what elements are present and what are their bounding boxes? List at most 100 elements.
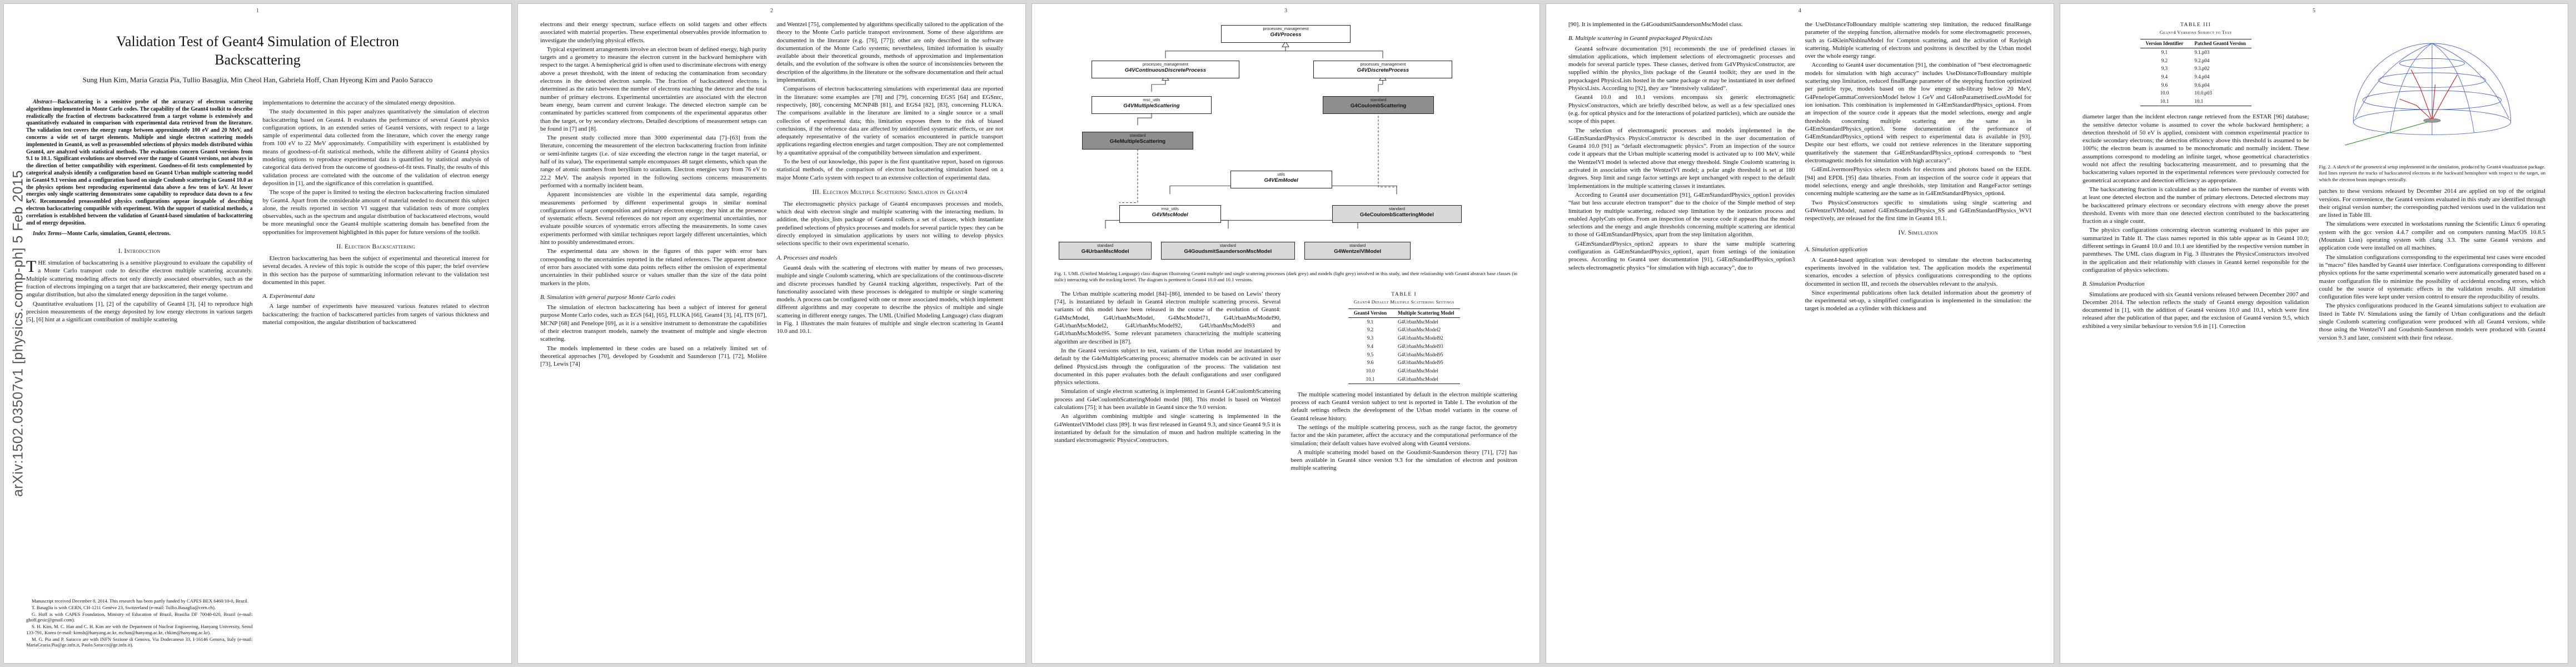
- table-cell: 10.1: [2160, 98, 2169, 104]
- lead-label: Abstract—: [33, 99, 58, 105]
- footnote: S. H. Kim, M. C. Han and C. H. Kim are w…: [26, 624, 253, 635]
- paragraph: The electromagnetic physics package of G…: [776, 200, 1004, 247]
- table-3-title: Geant4 Versions Subject to Test: [2159, 29, 2232, 36]
- page-1: 1 arXiv:1502.03507v1 [physics.comp-ph] 5…: [3, 3, 512, 664]
- column-left: electrons and their energy spectrum, sur…: [540, 21, 767, 649]
- table-cell: 9.2.p04: [2194, 57, 2210, 63]
- uml-namespace-label: processes_management: [1263, 26, 1309, 31]
- paragraph: The present study collected more than 30…: [540, 135, 767, 189]
- figure-2: Fig. 2. A sketch of the geometrical setu…: [2319, 21, 2546, 185]
- paragraph: The Urban multiple scattering model [84]…: [1054, 290, 1281, 345]
- paragraph: The study documented in this paper analy…: [262, 108, 490, 187]
- table-cell: 10.1: [2194, 98, 2204, 104]
- paragraph: The settings of the multiple scattering …: [1291, 424, 1518, 447]
- table-1-grid: Geant4 Version Multiple Scattering Model…: [1348, 308, 1460, 384]
- section-heading: III. Electron Multiple Scattering Simula…: [812, 188, 968, 196]
- paragraph: In the Geant4 versions subject to test, …: [1054, 347, 1281, 386]
- page-5: 5 TABLE III Geant4 Versions Subject to T…: [2060, 3, 2568, 664]
- paragraph: According to Geant4 user documentation […: [1568, 191, 1795, 238]
- column-right-text: The multiple scattering model instantiat…: [1291, 391, 1518, 649]
- paragraph: diameter larger than the incident electr…: [2082, 113, 2309, 184]
- paper-title: Validation Test of Geant4 Simulation of …: [116, 33, 399, 68]
- paragraph: G4EmStandardPhysics_option2 appears to s…: [1568, 240, 1795, 271]
- page-2: 2 electrons and their energy spectrum, s…: [517, 3, 1026, 664]
- table-1-label: TABLE I: [1391, 291, 1417, 297]
- uml-namespace-label: msc_utils: [1161, 206, 1179, 211]
- subsection-heading: B. Simulation with general purpose Monte…: [540, 293, 676, 301]
- paragraph: Apparent inconsistencies are visible in …: [540, 191, 767, 246]
- paragraph: Typical experiment arrangements involve …: [540, 46, 767, 132]
- paragraph: The multiple scattering model instantiat…: [1291, 391, 1518, 422]
- paragraph: The scope of the paper is limited to tes…: [262, 189, 490, 236]
- paragraph: According to Geant4 user documentation […: [1805, 62, 2032, 165]
- table-cell: G4UrbanMscModel2: [1398, 327, 1441, 333]
- uml-class-name: G4UrbanMscModel: [1081, 248, 1129, 255]
- paragraph: Electron backscattering has been the sub…: [262, 255, 490, 286]
- column-right: Fig. 2. A sketch of the geometrical setu…: [2319, 21, 2546, 649]
- table-cell: 9.4.p04: [2194, 74, 2210, 80]
- table-cell: 10.0: [1366, 367, 1375, 374]
- paragraph: A Geant4-based application was developed…: [1805, 256, 2032, 287]
- paragraph: Geant4 deals with the scattering of elec…: [776, 264, 1004, 335]
- uml-class-name: G4VContinuousDiscreteProcess: [1124, 67, 1207, 73]
- table-1-header: Geant4 Version Multiple Scattering Model: [1348, 308, 1460, 318]
- table-cell: 9.1.p03: [2194, 49, 2210, 55]
- table-column-header: Geant4 Version: [1348, 308, 1393, 318]
- uml-class-name: G4VDiscreteProcess: [1357, 67, 1409, 73]
- uml-class-name: G4VMultipleScattering: [1123, 102, 1180, 109]
- table-cell: G4UrbanMscModel: [1398, 318, 1438, 325]
- table-cell: 9.5: [1367, 351, 1374, 357]
- column-left: [90]. It is implemented in the G4Goudsmi…: [1568, 21, 1795, 649]
- uml-namespace-label: standard: [1370, 97, 1387, 102]
- table-cell: 9.1: [1367, 318, 1374, 325]
- table-cell: G4UrbanMscModel95: [1398, 360, 1443, 366]
- table-cell: 9.6: [1367, 360, 1374, 366]
- paragraph: the UseDistanceToBoundary multiple scatt…: [1805, 21, 2032, 60]
- subsection-heading: A. Experimental data: [262, 293, 315, 300]
- uml-class-name: G4VProcess: [1270, 31, 1302, 38]
- table-3-header: Version Identifier Patched Geant4 Versio…: [2140, 38, 2251, 49]
- paragraph: electrons and their energy spectrum, sur…: [540, 21, 767, 44]
- table-cell: 9.3: [1367, 335, 1374, 341]
- figure-1-caption: Fig. 1. UML (Unified Modeling Language) …: [1054, 271, 1517, 283]
- table-cell: 9.2: [2161, 57, 2168, 63]
- table-cell: G4UrbanMscModel95: [1398, 351, 1443, 357]
- table-column-header: Multiple Scattering Model: [1392, 308, 1460, 318]
- column-left: Abstract—Backscattering is a sensitive p…: [26, 99, 253, 649]
- uml-namespace-label: processes_management: [1142, 62, 1188, 67]
- uml-namespace-label: standard: [1219, 243, 1236, 248]
- paragraph: patches to these versions released by De…: [2319, 188, 2546, 219]
- uml-inheritance-lines: [1105, 47, 1397, 229]
- table-row: 9.1 9.1.p03: [2140, 48, 2251, 57]
- paragraph: G4EmLivermorePhysics selects models for …: [1805, 166, 2032, 197]
- paragraph: Comparisons of electron backscattering s…: [776, 86, 1004, 156]
- table-1-title: Geant4 Default Multiple Scattering Setti…: [1353, 299, 1454, 305]
- section-heading: IV. Simulation: [1898, 230, 1938, 237]
- uml-class-name: G4VMscModel: [1152, 211, 1188, 218]
- column-right-text: patches to these versions released by De…: [2319, 187, 2546, 649]
- table-cell: 9.3.p02: [2194, 66, 2210, 72]
- column-right: and Wentzel [75], complemented by algori…: [777, 21, 1004, 649]
- table-cell: 9.1: [2161, 49, 2168, 55]
- footnote: T. Basaglia is with CERN, CH-1211 Genève…: [32, 604, 216, 610]
- page-4: 4 [90]. It is implemented in the G4Gouds…: [1546, 3, 2054, 664]
- column-right: implementations to determine the accurac…: [263, 99, 490, 649]
- subsection-heading: B. Simulation Production: [2082, 281, 2145, 288]
- figure-2-caption: Fig. 2. A sketch of the geometrical setu…: [2319, 164, 2546, 182]
- arxiv-watermark: arXiv:1502.03507v1 [physics.comp-ph] 5 F…: [10, 170, 26, 497]
- footnote: Manuscript received December 8, 2014. Th…: [32, 598, 249, 604]
- subsection-heading: A. Processes and models: [776, 254, 838, 261]
- page-3: 3: [1032, 3, 1540, 664]
- table-3-label: TABLE III: [2180, 22, 2211, 28]
- paragraph: Quantitative evaluations [1], [2] of the…: [26, 300, 253, 323]
